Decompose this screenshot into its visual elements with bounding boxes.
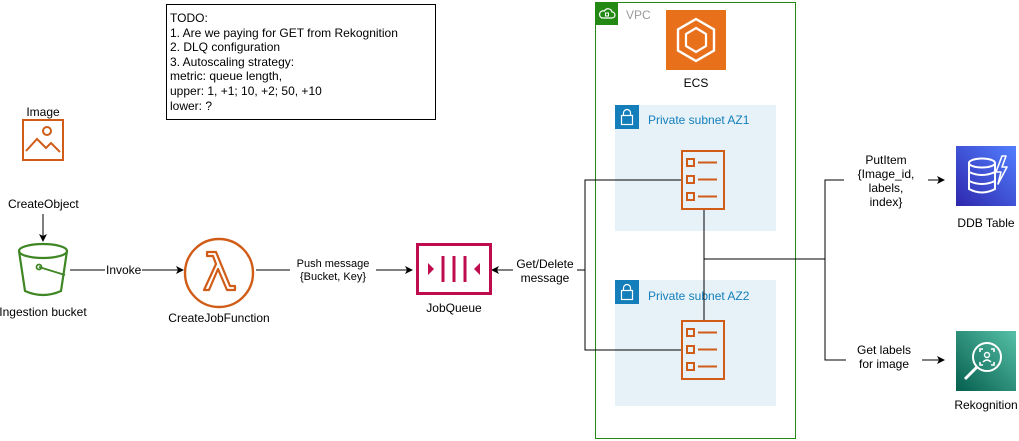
push-message-line: Push message — [296, 258, 370, 270]
queue-label: JobQueue — [426, 301, 482, 315]
subnet-az2-lock-icon — [615, 280, 639, 304]
vpc-group — [595, 2, 796, 439]
ecs-task-az2-icon — [681, 320, 725, 380]
s3-bucket-icon — [17, 242, 69, 297]
edge-label-create-object: CreateObject — [8, 197, 79, 211]
sqs-queue-icon — [416, 243, 492, 295]
todo-line: metric: queue length, — [170, 69, 283, 84]
subnet-az1-label: Private subnet AZ1 — [648, 113, 750, 127]
subnet-az1 — [615, 105, 776, 231]
lambda-label: CreateJobFunction — [168, 311, 270, 325]
ddb-label: DDB Table — [957, 216, 1015, 230]
lambda-icon — [183, 237, 255, 309]
vpc-label: VPC — [626, 8, 651, 22]
edge-workers-to-queue — [584, 179, 681, 351]
todo-note: TODO: 1. Are we paying for GET from Reko… — [166, 4, 436, 120]
todo-line: 2. DLQ configuration — [170, 40, 281, 55]
vpc-cloud-icon — [596, 3, 618, 25]
subnet-az1-lock-icon — [615, 105, 639, 129]
image-icon — [22, 119, 64, 161]
todo-line: upper: 1, +1; 10, +2; 50, +10 — [170, 83, 322, 98]
edge-label-put-item: PutItem {Image_id, labels, index} — [844, 153, 928, 209]
ecs-label: ECS — [683, 76, 709, 90]
get-delete-line: message — [520, 271, 570, 285]
put-item-line: {Image_id, — [857, 167, 915, 181]
get-labels-line: Get labels — [856, 343, 912, 357]
todo-line: TODO: — [170, 11, 208, 25]
todo-line: 3. Autoscaling strategy: — [170, 54, 295, 69]
edge-label-push-message: Push message {Bucket, Key} — [290, 258, 376, 284]
edge-label-get-delete: Get/Delete message — [513, 257, 577, 285]
put-item-line: labels, — [868, 181, 904, 195]
todo-line: lower: ? — [170, 98, 213, 113]
get-labels-line: for image — [858, 357, 910, 371]
edge-label-invoke: Invoke — [105, 263, 143, 277]
put-item-line: PutItem — [865, 153, 907, 167]
get-delete-line: Get/Delete — [516, 257, 574, 271]
todo-line: 1. Are we paying for GET from Rekognitio… — [170, 25, 398, 40]
subnet-az2-label: Private subnet AZ2 — [648, 289, 750, 303]
rekognition-icon — [956, 331, 1016, 391]
ecs-icon — [666, 10, 726, 70]
ecs-task-az1-icon — [681, 150, 725, 210]
put-item-line: index} — [869, 195, 903, 209]
dynamodb-icon — [956, 146, 1016, 206]
rekognition-label: Rekognition — [954, 398, 1018, 412]
push-message-line: {Bucket, Key} — [299, 271, 367, 283]
subnet-az2 — [615, 280, 776, 406]
image-label: Image — [26, 105, 60, 119]
edge-label-get-labels: Get labels for image — [846, 343, 922, 371]
bucket-label: Ingestion bucket — [0, 305, 87, 319]
